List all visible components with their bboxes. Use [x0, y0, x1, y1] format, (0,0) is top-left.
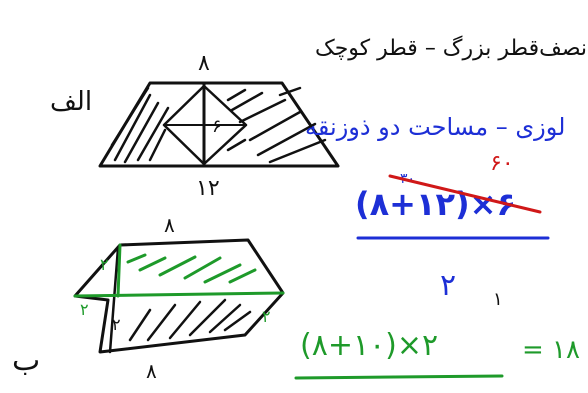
label-a-top: ۸ [198, 51, 210, 76]
figure-b-hatching [128, 298, 252, 342]
figure-a [98, 81, 340, 168]
blue-small-one: ۱ [493, 289, 503, 310]
blue-numerator: (۸+۱۲)×۶ [355, 185, 516, 223]
red-strike-line [388, 174, 542, 214]
figure-a-hatching [110, 86, 327, 164]
label-b-bottom: ۸ [146, 359, 157, 383]
label-b-side-left2: ۲ [80, 300, 89, 319]
green-expression: (۸+۱۰)×۲ [300, 328, 438, 363]
label-figure-a: الف [50, 87, 92, 117]
green-fraction-bar [294, 374, 504, 380]
label-b-top: ۸ [164, 213, 175, 237]
green-result: = ۱۸ [522, 335, 580, 365]
green-horizontal-line [73, 291, 285, 298]
label-a-bottom: ۱۲ [196, 176, 220, 201]
blue-denominator: ۲ [440, 268, 456, 303]
green-left-edge [116, 243, 122, 298]
label-b-side-mid: ۲ [112, 315, 121, 334]
green-hatching [126, 253, 257, 284]
rhombus-line: لوزی – مساحت دو ذوزنقه [305, 113, 565, 141]
red-crossout-value: ۶۰ [490, 151, 514, 176]
shape-b-divider [108, 246, 120, 354]
label-a-mid: ۶ [212, 116, 222, 137]
title-line: نصف‌قطر بزرگ – قطر کوچک [315, 35, 587, 61]
figure-b-green [73, 243, 285, 298]
label-b-side-right: ۲ [262, 307, 271, 326]
label-b-side-left: ۲ [100, 255, 109, 274]
rhombus-a [162, 84, 248, 166]
label-figure-b: ب [12, 343, 40, 378]
